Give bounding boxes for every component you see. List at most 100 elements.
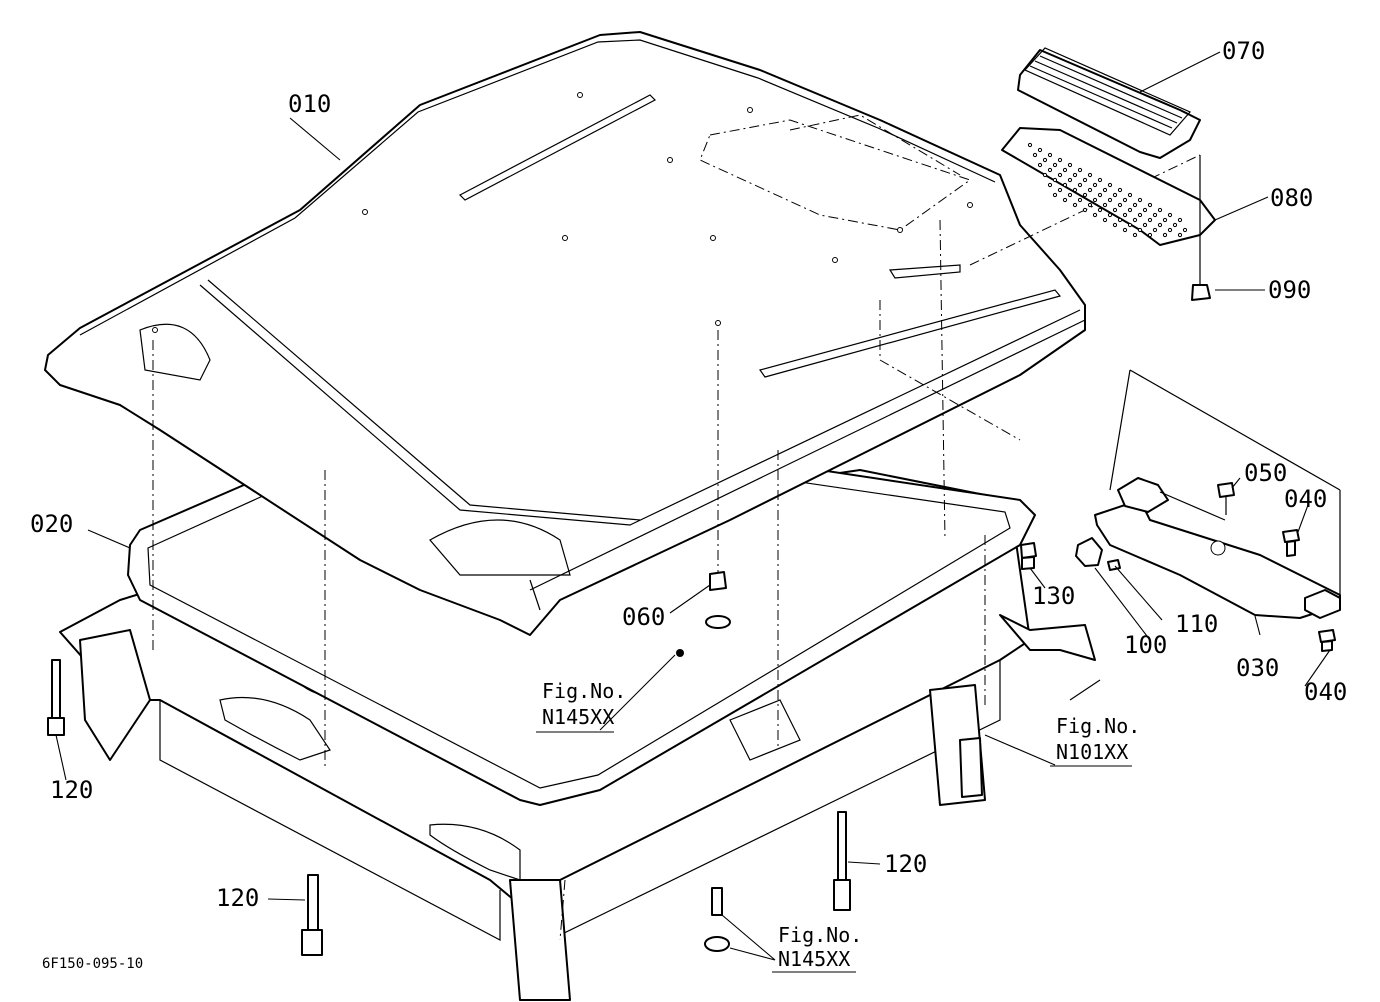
perforation-hole — [1127, 207, 1133, 213]
perforation-hole — [1067, 162, 1073, 168]
perforation-hole — [1107, 182, 1113, 188]
perforation-hole — [1117, 202, 1123, 208]
leader-lines — [55, 51, 1331, 961]
perforation-hole — [1157, 207, 1163, 213]
label-090: 090 — [1268, 276, 1311, 304]
perforation-hole — [1177, 217, 1183, 223]
perforation-hole — [1052, 162, 1058, 168]
perforation-hole — [1047, 152, 1053, 158]
perforation-hole — [1072, 187, 1078, 193]
perforation-hole — [1122, 197, 1128, 203]
label-010: 010 — [288, 90, 331, 118]
perforation-hole — [1127, 192, 1133, 198]
perforation-hole — [1077, 197, 1083, 203]
perforation-hole — [1122, 227, 1128, 233]
label-020: 020 — [30, 510, 73, 538]
perforation-hole — [1062, 197, 1068, 203]
perforation-hole — [1137, 212, 1143, 218]
perforation-hole — [1182, 227, 1188, 233]
perforation-hole — [1087, 187, 1093, 193]
label-040-lower: 040 — [1304, 678, 1347, 706]
screw-040-lower — [1318, 629, 1336, 652]
perforation-hole — [1097, 177, 1103, 183]
perforation-hole — [1072, 172, 1078, 178]
perforation-hole — [1097, 207, 1103, 213]
perforation-hole — [1067, 192, 1073, 198]
perforation-hole — [1032, 152, 1038, 158]
perforation-hole — [1112, 222, 1118, 228]
fig-label-3: Fig.No. — [778, 923, 862, 947]
fig-code-1: N145XX — [542, 705, 614, 729]
label-030: 030 — [1236, 654, 1279, 682]
perforation-hole — [1147, 232, 1153, 238]
perforation-hole — [1117, 187, 1123, 193]
washer-stack — [704, 887, 730, 952]
perforation-hole — [1102, 217, 1108, 223]
perforation-hole — [1047, 182, 1053, 188]
screw-040-upper — [1282, 529, 1300, 557]
perforation-hole — [1057, 157, 1063, 163]
perforation-hole — [1042, 157, 1048, 163]
bolt-120-left — [47, 659, 65, 736]
label-100: 100 — [1124, 631, 1167, 659]
perforation-hole — [1132, 217, 1138, 223]
perforation-hole — [1172, 222, 1178, 228]
perforation-hole — [1077, 167, 1083, 173]
perforation-hole — [1037, 162, 1043, 168]
perforation-hole — [1052, 177, 1058, 183]
perforation-hole — [1087, 172, 1093, 178]
perforation-hole — [1152, 227, 1158, 233]
perforation-hole — [1102, 187, 1108, 193]
label-070: 070 — [1222, 37, 1265, 65]
perforation-hole — [1147, 217, 1153, 223]
perforation-hole — [1082, 192, 1088, 198]
plate-030 — [1094, 369, 1341, 619]
figure-reference-1: Fig.No. N145XX — [536, 679, 626, 733]
label-110: 110 — [1175, 610, 1218, 638]
part-100 — [1075, 537, 1103, 567]
perforation-hole — [1057, 187, 1063, 193]
perforation-hole — [1107, 197, 1113, 203]
perforation-hole — [1092, 197, 1098, 203]
fig-code-3: N145XX — [778, 947, 850, 971]
perforation-hole — [1177, 232, 1183, 238]
filter-070 — [1017, 47, 1201, 159]
perforation-hole — [1112, 192, 1118, 198]
label-050: 050 — [1244, 459, 1287, 487]
perforation-hole — [1117, 217, 1123, 223]
perforation-hole — [1027, 142, 1033, 148]
perforation-hole — [1142, 222, 1148, 228]
perforation-hole — [1082, 207, 1088, 213]
label-040-upper: 040 — [1284, 485, 1327, 513]
perforated-cover-080 — [1001, 127, 1216, 246]
label-120-right: 120 — [884, 850, 927, 878]
fig-code-2: N101XX — [1056, 740, 1128, 764]
perforation-hole — [1072, 202, 1078, 208]
fig-label-2: Fig.No. — [1056, 714, 1140, 738]
part-130 — [1020, 542, 1037, 570]
perforation-hole — [1152, 212, 1158, 218]
perforation-hole — [1167, 212, 1173, 218]
perforation-hole — [1137, 197, 1143, 203]
perforation-hole — [1167, 227, 1173, 233]
perforation-hole — [1122, 212, 1128, 218]
perforation-hole — [1162, 217, 1168, 223]
label-130: 130 — [1032, 582, 1075, 610]
nut-060 — [705, 571, 731, 629]
perforation-hole — [1082, 177, 1088, 183]
perforation-hole — [1047, 167, 1053, 173]
diagram-code: 6F150-095-10 — [42, 956, 143, 972]
part-110 — [1107, 559, 1121, 571]
fig-label-1: Fig.No. — [542, 679, 626, 703]
perforation-hole — [1147, 202, 1153, 208]
perforation-hole — [1067, 177, 1073, 183]
figure-reference-3: Fig.No. N145XX — [772, 923, 862, 973]
perforation-hole — [1097, 192, 1103, 198]
perforation-hole — [1057, 172, 1063, 178]
perforation-hole — [1062, 182, 1068, 188]
part-labels: 010 020 030 040 040 050 060 070 080 090 … — [30, 37, 1347, 912]
label-120-left: 120 — [50, 776, 93, 804]
label-080: 080 — [1270, 184, 1313, 212]
perforation-hole — [1157, 222, 1163, 228]
label-060: 060 — [622, 603, 665, 631]
